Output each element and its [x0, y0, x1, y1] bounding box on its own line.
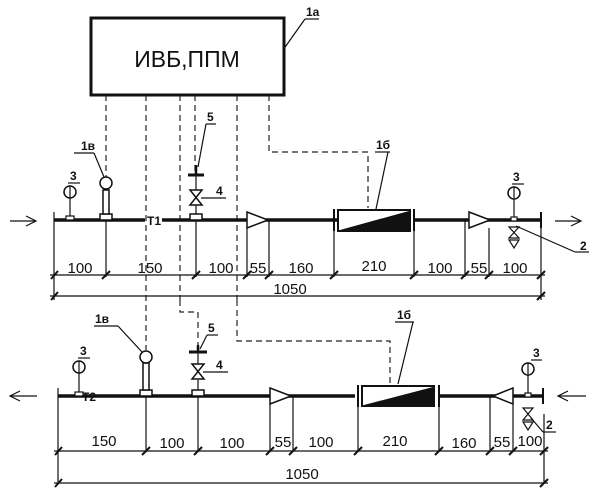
tag-actuator: 5: [207, 110, 214, 124]
dim-label: 150: [91, 433, 116, 450]
dim-label: 100: [159, 435, 184, 452]
dim-label: 100: [502, 260, 527, 277]
tag-drain-valve: 2: [580, 239, 587, 253]
tag-leader-1a: [282, 18, 306, 51]
pressure-gauge-icon: [507, 186, 521, 222]
tag-gauge: 3: [70, 169, 77, 183]
dim-label: 160: [288, 260, 313, 277]
signal-line: [236, 300, 391, 383]
pressure-gauge-icon: [72, 360, 86, 397]
temperature-sensor-icon: [139, 350, 153, 397]
dim-label: 100: [208, 260, 233, 277]
top-pipeline: Т1 3 1в 5: [10, 110, 589, 301]
reducer-icon: [246, 210, 271, 230]
tag-actuator: 5: [208, 321, 215, 335]
dim-label: 100: [67, 260, 92, 277]
shutoff-valve-icon: [188, 176, 204, 221]
dim-label: 100: [308, 434, 333, 451]
control-box: [89, 16, 286, 97]
pressure-gauge-icon: [521, 362, 535, 398]
tag-gauge-right: 3: [513, 170, 520, 184]
point-label-t2: Т2: [82, 390, 96, 404]
dim-label: 100: [219, 435, 244, 452]
dim-label: 55: [275, 434, 292, 451]
bottom-pipeline: Т2 3 1в 5: [8, 308, 586, 488]
dim-label: 160: [451, 435, 476, 452]
point-label-t1: Т1: [147, 214, 161, 228]
tag-1a: 1а: [306, 5, 320, 19]
tag-gauge: 3: [80, 344, 87, 358]
dim-label: 150: [137, 260, 162, 277]
reducer-icon: [269, 386, 294, 406]
dim-label: 100: [427, 260, 452, 277]
tag-gauge-right: 3: [533, 346, 540, 360]
dim-total-label: 1050: [285, 466, 318, 483]
signal-line: [268, 95, 369, 208]
pressure-gauge-icon: [63, 185, 77, 221]
tag-valve: 4: [216, 184, 223, 198]
tag-sensor: 1в: [81, 139, 95, 153]
tag-drain-valve: 2: [546, 418, 553, 432]
dim-total-label: 1050: [273, 281, 306, 298]
dim-label: 210: [361, 258, 386, 275]
actuator-icon: [188, 165, 204, 177]
flow-meter-icon: [357, 385, 440, 407]
signal-line: [179, 300, 199, 345]
tag-sensor: 1в: [95, 312, 109, 326]
tag-valve: 4: [216, 358, 223, 372]
tag-meter: 1б: [376, 138, 390, 152]
temperature-sensor-icon: [99, 176, 113, 221]
dim-label: 55: [471, 260, 488, 277]
flow-arrow-in-icon: [10, 215, 38, 227]
reducer-icon: [468, 210, 493, 230]
dim-label: 55: [494, 434, 511, 451]
flow-meter-icon: [333, 209, 415, 232]
tag-meter: 1б: [397, 308, 411, 322]
drain-valve-icon: [521, 407, 535, 432]
control-box-label: ИВБ,ППМ: [134, 46, 240, 72]
dim-label: 100: [517, 433, 542, 450]
flow-arrow-out-icon: [555, 215, 583, 227]
flow-arrow-in-icon: [556, 390, 586, 402]
drain-valve-icon: [507, 226, 521, 250]
flow-arrow-out-icon: [8, 390, 37, 402]
shutoff-valve-icon: [190, 352, 206, 397]
actuator-icon: [189, 345, 207, 354]
reducer-icon: [490, 386, 514, 406]
dim-label: 55: [250, 260, 267, 277]
dim-label: 210: [382, 433, 407, 450]
